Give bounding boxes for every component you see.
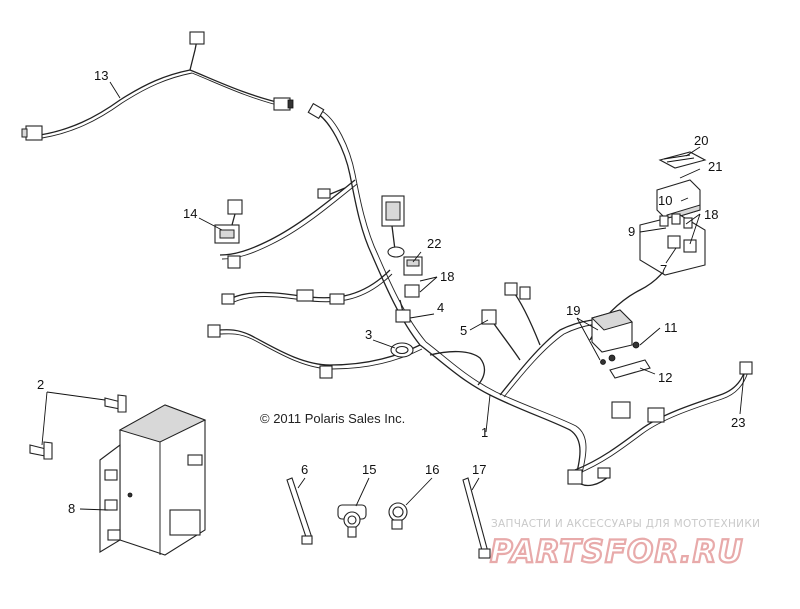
- copyright-text: © 2011 Polaris Sales Inc.: [260, 411, 405, 426]
- callout-21: 21: [708, 159, 722, 174]
- callout-23: 23: [731, 415, 745, 430]
- watermark-brand: PARTSFOR.RU: [490, 534, 744, 570]
- harness-13: [21, 31, 294, 141]
- loose-parts: [286, 477, 491, 559]
- callout-13: 13: [94, 68, 108, 83]
- callout-1: 1: [481, 425, 488, 440]
- callout-15: 15: [362, 462, 376, 477]
- callout-labels: 1 2 3 4 5 6 7 8 9 10 11 12 13 14 15 16 1…: [37, 68, 745, 516]
- callout-18-right: 18: [704, 207, 718, 222]
- callout-17: 17: [472, 462, 486, 477]
- callout-9: 9: [628, 224, 635, 239]
- callout-20: 20: [694, 133, 708, 148]
- callout-14: 14: [183, 206, 197, 221]
- callout-2: 2: [37, 377, 44, 392]
- callout-22: 22: [427, 236, 441, 251]
- callout-3: 3: [365, 327, 372, 342]
- callout-19: 19: [566, 303, 580, 318]
- callout-16: 16: [425, 462, 439, 477]
- callout-18-center: 18: [440, 269, 454, 284]
- watermark-tagline: ЗАПЧАСТИ И АКСЕССУАРЫ ДЛЯ МОТОТЕХНИКИ: [491, 518, 760, 530]
- callout-7: 7: [660, 262, 667, 277]
- callout-5: 5: [460, 323, 467, 338]
- fuse-box: [591, 151, 707, 379]
- leader-lines: [41, 81, 745, 511]
- callout-4: 4: [437, 300, 444, 315]
- callout-8: 8: [68, 501, 75, 516]
- callout-11: 11: [664, 320, 678, 335]
- main-harness: [207, 102, 753, 487]
- callout-10: 10: [658, 193, 672, 208]
- callout-12: 12: [658, 370, 672, 385]
- callout-6: 6: [301, 462, 308, 477]
- ecu-module: [29, 394, 207, 556]
